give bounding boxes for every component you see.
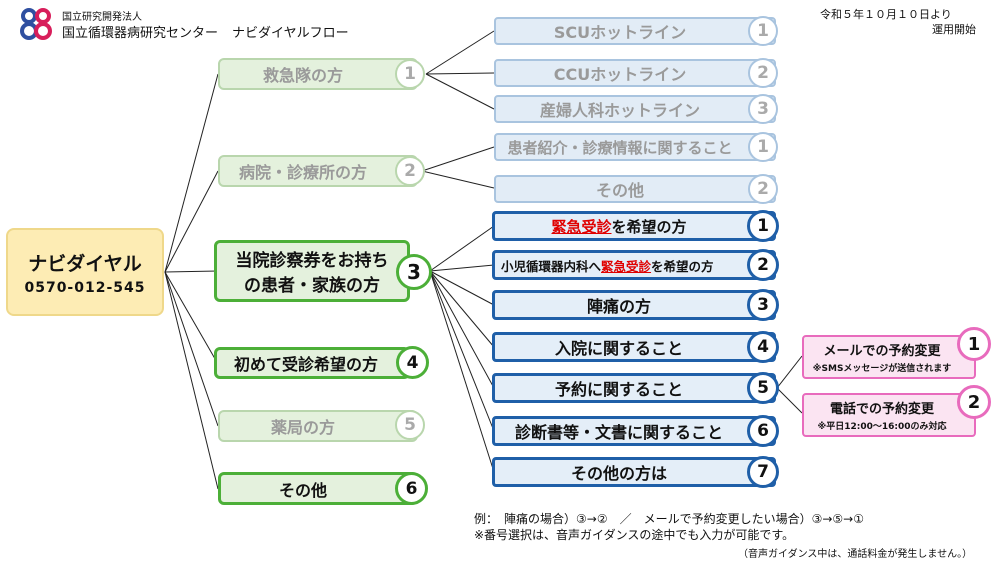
number-4-badge: 4 [747,331,779,363]
fee-note: （音声ガイダンス中は、通話料金が発生しません。） [738,549,973,560]
documents[interactable]: 診断書等・文書に関すること [492,416,776,446]
number-6-badge: 6 [395,472,428,505]
number-6-badge: 6 [747,415,779,447]
number-1-badge: 1 [748,132,778,162]
option-other[interactable]: その他 [218,472,418,505]
emergency-visit-rest: を希望の方 [611,217,687,236]
number-1-badge: 1 [747,210,779,242]
option-other-label: その他 [278,480,327,500]
number-1-badge: 1 [748,16,778,46]
number-5-badge: 5 [747,372,779,404]
option-patient[interactable]: 当院診察券をお持ち の患者・家族の方 [214,240,410,302]
patient-other[interactable]: その他の方は [492,457,776,487]
ccu-hotline-label: CCUホットライン [553,65,687,84]
emergency-visit-highlight: 緊急受診 [551,217,612,236]
number-1-badge: 1 [957,327,991,361]
navi-dial-root: ナビダイヤル 0570-012-545 [6,228,164,316]
navi-dial-phone: 0570-012-545 [24,279,146,296]
phone-reschedule[interactable]: 電話での予約変更 ※平日12:00～16:00のみ対応 [802,393,976,437]
ccu-hotline[interactable]: CCUホットライン [494,59,776,87]
flow-title: ナビダイヤルフロー [232,26,349,41]
scu-hotline-label: SCUホットライン [553,23,687,42]
number-1-badge: 1 [395,59,425,89]
appointment-label: 予約に関すること [554,380,683,399]
pediatric-emergency[interactable]: 小児循環器内科へ緊急受診を希望の方 [492,250,776,280]
appointment[interactable]: 予約に関すること [492,373,776,403]
start-label: 運用開始 [932,23,976,36]
hospital-other-label: その他 [595,181,644,200]
logo-icon [20,8,52,40]
emergency-visit[interactable]: 緊急受診を希望の方 [492,211,776,241]
number-3-badge: 3 [748,94,778,124]
labor-pain[interactable]: 陣痛の方 [492,290,776,320]
referral-info[interactable]: 患者紹介・診療情報に関すること [494,133,776,161]
option-first-visit-label: 初めて受診希望の方 [233,355,378,374]
admission[interactable]: 入院に関すること [492,332,776,362]
option-hospital-label: 病院・診療所の方 [238,163,367,182]
example-text: 例： 陣痛の場合）③→② ／ メールで予約変更したい場合）③→⑤→① [474,512,864,526]
pediatric-emergency-pre: 小児循環器内科へ [501,258,602,274]
org-line2: 国立循環器病研究センター [62,26,219,41]
referral-info-label: 患者紹介・診療情報に関すること [507,138,733,157]
start-date: 令和５年１０月１０日より [820,8,952,21]
number-2-badge: 2 [395,156,425,186]
number-2-badge: 2 [748,58,778,88]
phone-reschedule-label: 電話での予約変更 [829,402,934,417]
email-reschedule-note: ※SMSメッセージが送信されます [812,364,952,374]
pediatric-emergency-rest: を希望の方 [651,258,714,274]
patient-other-label: その他の方は [570,464,667,483]
admission-label: 入院に関すること [554,339,683,358]
phone-reschedule-note: ※平日12:00～16:00のみ対応 [817,422,947,432]
labor-pain-label: 陣痛の方 [586,297,651,316]
number-2-badge: 2 [748,174,778,204]
option-ambulance[interactable]: 救急隊の方 [218,58,418,90]
number-2-badge: 2 [957,385,991,419]
option-pharmacy[interactable]: 薬局の方 [218,410,418,442]
number-2-badge: 2 [747,249,779,281]
number-5-badge: 5 [395,410,425,440]
obstetrics-hotline[interactable]: 産婦人科ホットライン [494,95,776,123]
number-4-badge: 4 [396,346,429,379]
option-hospital[interactable]: 病院・診療所の方 [218,155,418,187]
option-patient-label-line1: 当院診察券をお持ち [235,251,389,271]
input-note: ※番号選択は、音声ガイダンスの途中でも入力が可能です。 [474,528,795,542]
option-patient-label-line2: の患者・家族の方 [244,276,380,296]
obstetrics-hotline-label: 産婦人科ホットライン [539,101,700,120]
email-reschedule-label: メールでの予約変更 [823,344,941,359]
emergency-visit-label: 緊急受診を希望の方 [551,216,686,237]
documents-label: 診断書等・文書に関すること [514,423,723,442]
hospital-other[interactable]: その他 [494,175,776,203]
number-3-badge: 3 [747,289,779,321]
option-ambulance-label: 救急隊の方 [262,66,343,85]
number-7-badge: 7 [747,456,779,488]
number-3-badge: 3 [396,254,432,290]
pediatric-emergency-highlight: 緊急受診 [601,258,652,274]
email-reschedule[interactable]: メールでの予約変更 ※SMSメッセージが送信されます [802,335,976,379]
scu-hotline[interactable]: SCUホットライン [494,17,776,45]
org-line1: 国立研究開発法人 [62,12,142,23]
option-first-visit[interactable]: 初めて受診希望の方 [214,347,410,379]
option-pharmacy-label: 薬局の方 [270,418,335,437]
navi-dial-title: ナビダイヤル [28,252,142,275]
pediatric-emergency-label: 小児循環器内科へ緊急受診を希望の方 [501,256,714,275]
